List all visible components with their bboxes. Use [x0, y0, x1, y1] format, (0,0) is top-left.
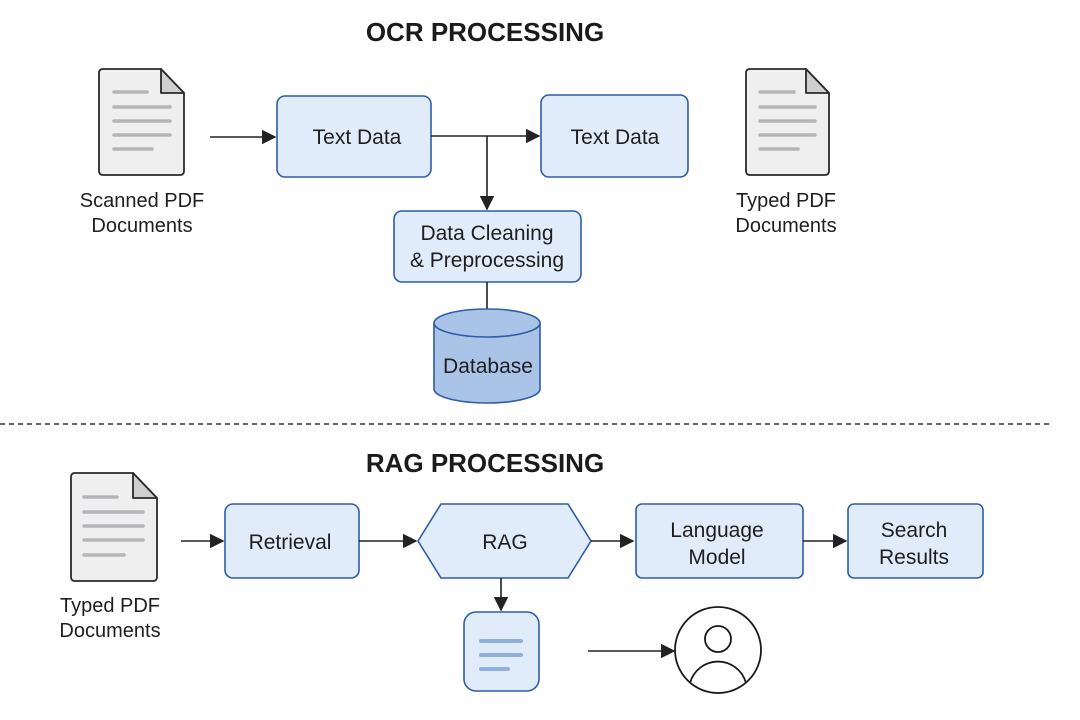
retrieval-label: Retrieval: [249, 531, 332, 554]
search-results-node[interactable]: Search Results: [847, 503, 984, 579]
scanned-pdf-caption-line1: Scanned PDF: [80, 190, 205, 212]
text-data-node-2[interactable]: Text Data: [540, 94, 689, 178]
rag-typed-pdf-caption-line2: Documents: [59, 620, 160, 642]
rag-label: RAG: [482, 531, 528, 554]
scanned-pdf-caption-line2: Documents: [91, 215, 192, 237]
user-icon[interactable]: [674, 606, 762, 694]
search-results-label-line2: Results: [879, 546, 949, 569]
language-model-label-line2: Model: [688, 546, 745, 569]
note-icon[interactable]: [463, 611, 540, 692]
text-data-node-1[interactable]: Text Data: [276, 95, 432, 178]
database-label: Database: [443, 355, 533, 378]
rag-section-title: RAG PROCESSING: [366, 448, 604, 478]
typed-pdf-caption-line1: Typed PDF: [736, 190, 836, 212]
retrieval-node[interactable]: Retrieval: [224, 503, 360, 579]
rag-typed-pdf-document-icon: [70, 472, 158, 582]
text-data-2-label: Text Data: [571, 126, 660, 149]
rag-node[interactable]: RAG: [417, 503, 592, 579]
database-node[interactable]: Database: [433, 308, 541, 404]
text-data-1-label: Text Data: [313, 126, 402, 149]
scanned-pdf-document-icon: [98, 68, 185, 176]
data-cleaning-label-line2: & Preprocessing: [410, 249, 564, 272]
data-cleaning-node[interactable]: Data Cleaning & Preprocessing: [393, 210, 582, 283]
rag-typed-pdf-caption-line1: Typed PDF: [60, 595, 160, 617]
language-model-node[interactable]: Language Model: [635, 503, 804, 579]
search-results-label-line1: Search: [881, 519, 948, 542]
data-cleaning-label-line1: Data Cleaning: [420, 222, 553, 245]
typed-pdf-document-icon: [745, 68, 830, 176]
ocr-section-title: OCR PROCESSING: [366, 17, 604, 47]
typed-pdf-caption-line2: Documents: [735, 215, 836, 237]
language-model-label-line1: Language: [670, 519, 763, 542]
